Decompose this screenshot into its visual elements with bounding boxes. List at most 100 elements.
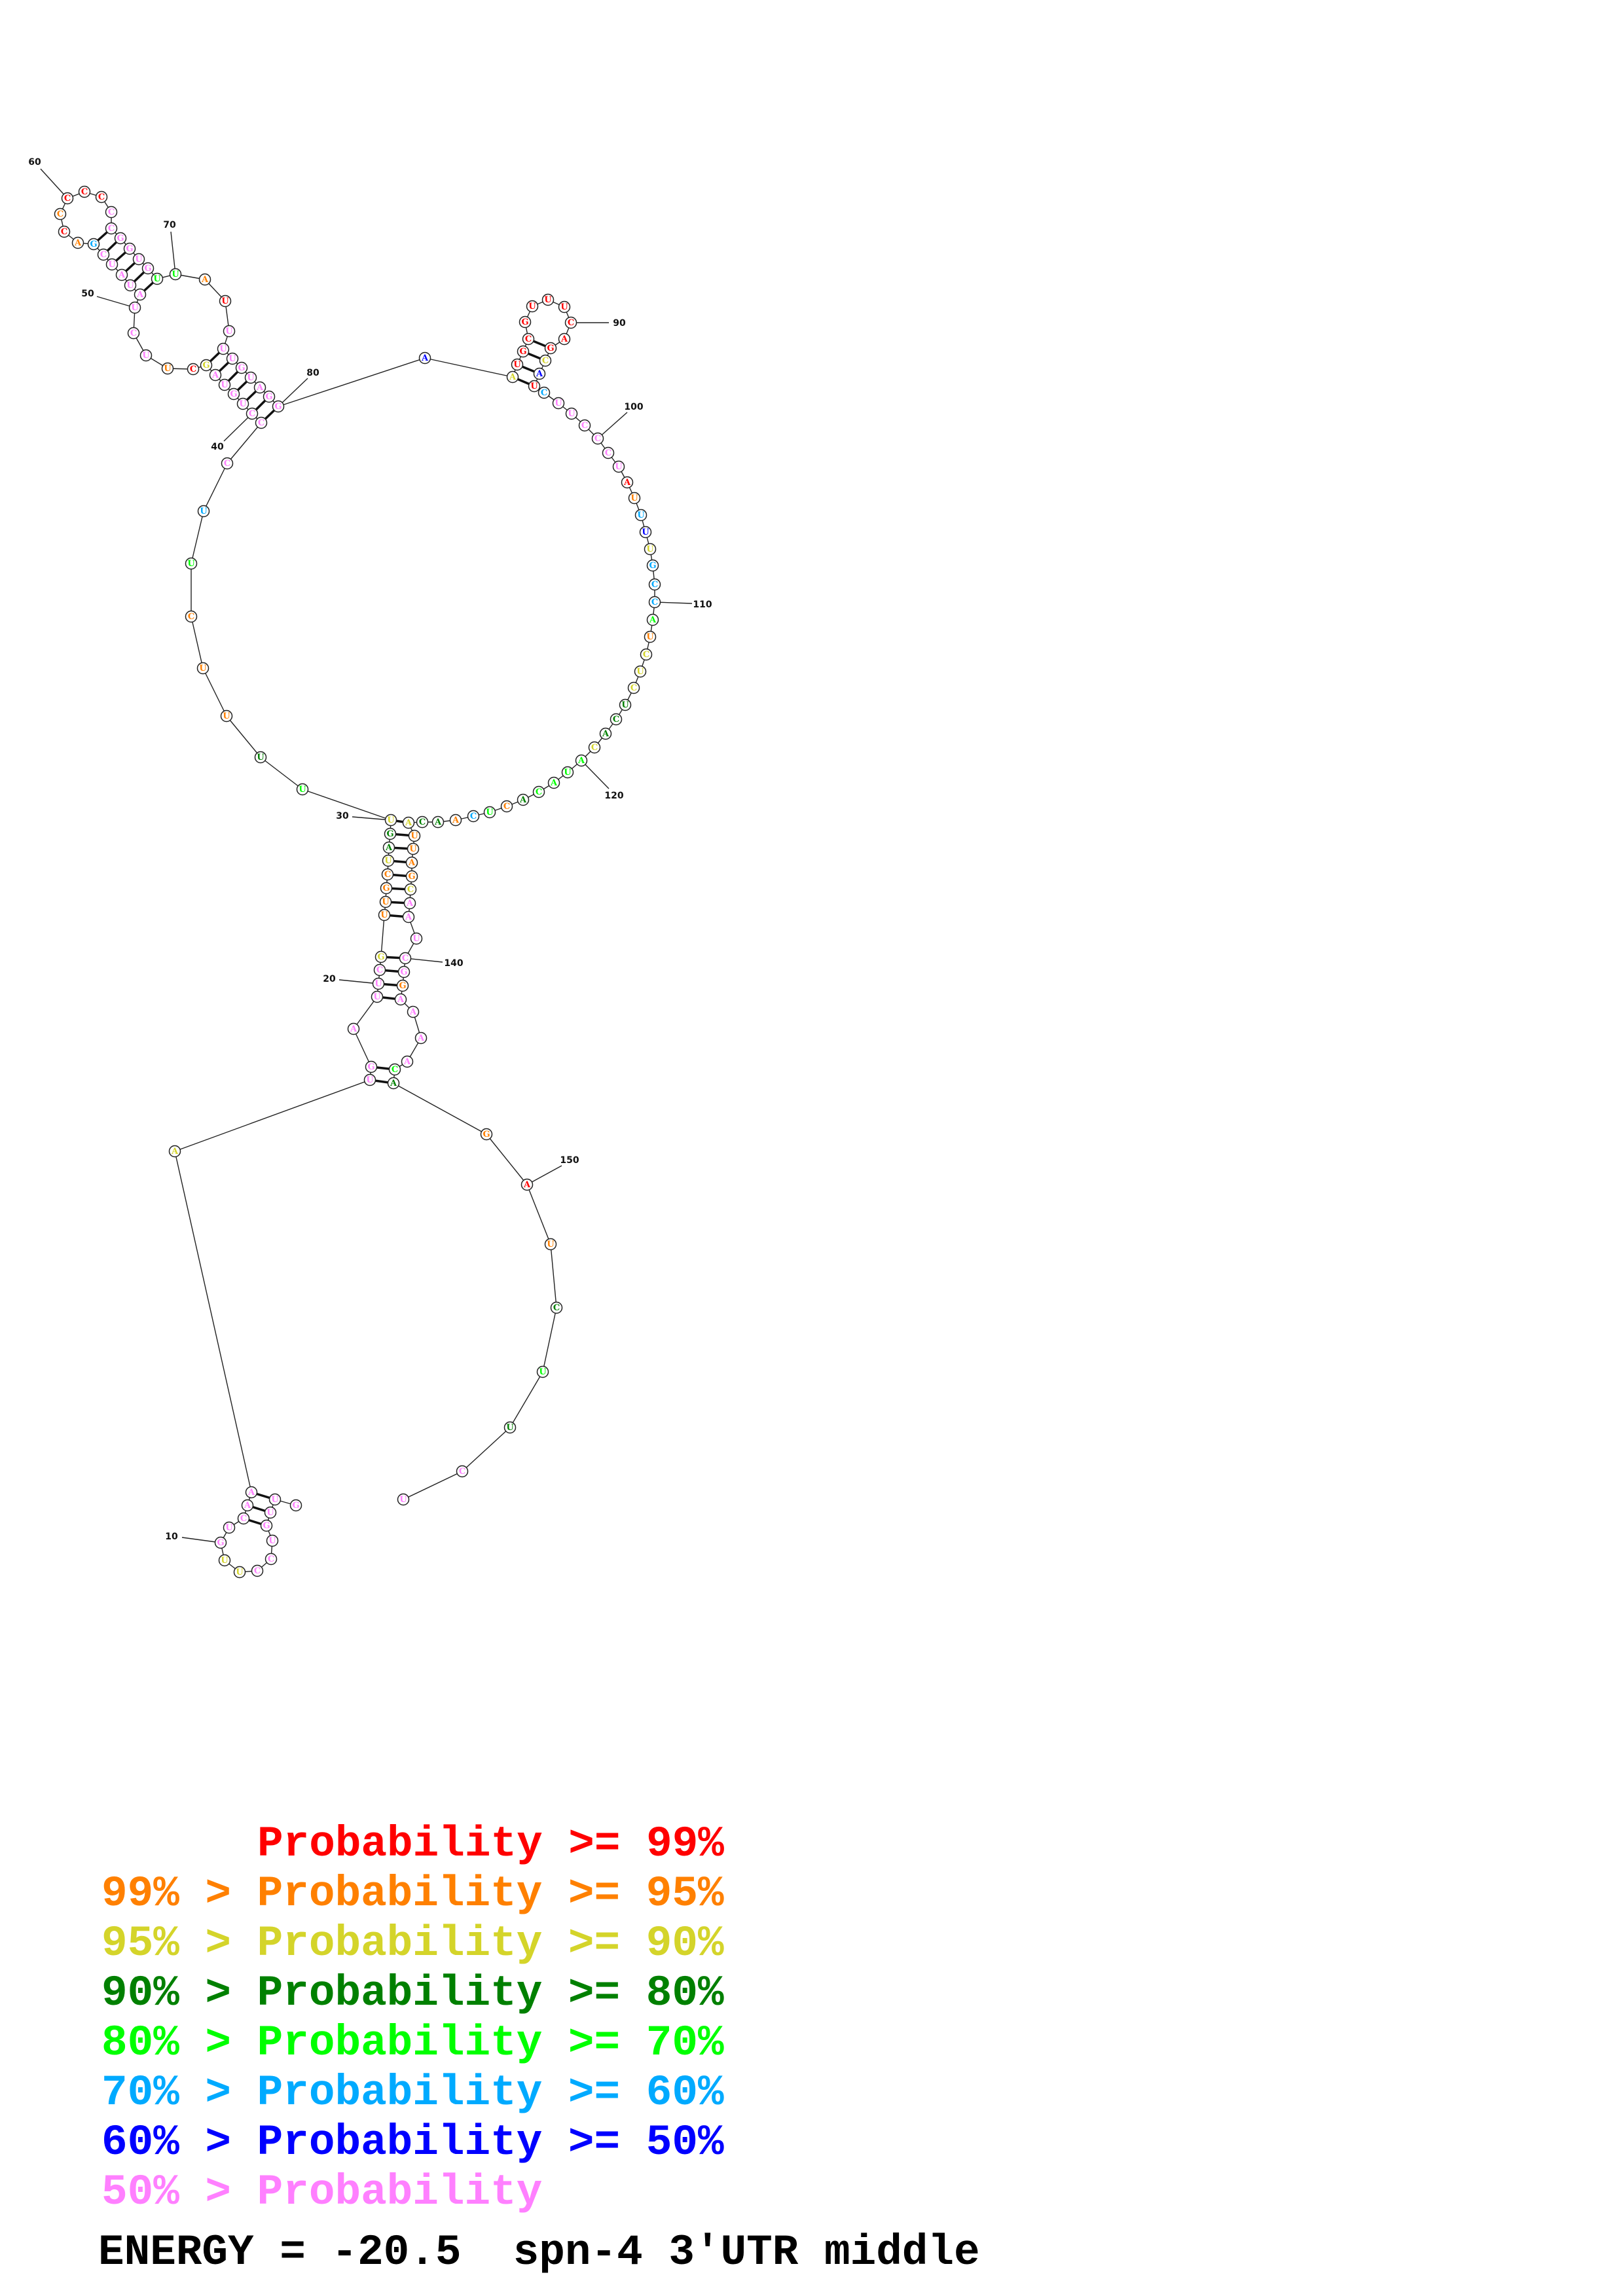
nucleotide: G bbox=[114, 232, 127, 245]
nucleotide-circle bbox=[639, 526, 652, 539]
nucleotide-letter: C bbox=[258, 418, 264, 428]
nucleotide-circle bbox=[397, 965, 410, 978]
nucleotide: G bbox=[384, 827, 397, 840]
nucleotide-circle bbox=[185, 557, 198, 570]
nucleotide-circle bbox=[402, 816, 415, 829]
nucleotide: G bbox=[227, 387, 240, 401]
nucleotide-letter: U bbox=[646, 545, 654, 554]
nucleotide-letter: G bbox=[292, 1501, 299, 1511]
nucleotide: U bbox=[185, 557, 198, 570]
nucleotide: U bbox=[634, 509, 647, 522]
nucleotide: A bbox=[403, 897, 416, 910]
nucleotide-circle bbox=[396, 979, 409, 992]
nucleotide-letter: G bbox=[202, 361, 210, 370]
nucleotide: C bbox=[467, 810, 480, 823]
nucleotide: U bbox=[264, 1506, 277, 1519]
nucleotide: U bbox=[644, 630, 657, 643]
nucleotide-letter: A bbox=[390, 1079, 397, 1088]
position-label: 150 bbox=[560, 1155, 579, 1166]
nucleotide-circle bbox=[115, 268, 128, 281]
nucleotide-circle bbox=[599, 727, 612, 740]
nucleotide-letter: G bbox=[144, 264, 151, 274]
nucleotide-letter: U bbox=[236, 1568, 244, 1577]
nucleotide: G bbox=[405, 870, 418, 883]
nucleotide: U bbox=[217, 342, 230, 355]
nucleotide: A bbox=[533, 367, 546, 380]
nucleotide-circle bbox=[410, 932, 423, 945]
nucleotide-circle bbox=[565, 407, 578, 420]
nucleotide-circle bbox=[289, 1499, 302, 1512]
nucleotide-circle bbox=[227, 387, 240, 401]
nucleotide-circle bbox=[221, 457, 234, 470]
nucleotide: U bbox=[254, 751, 267, 764]
nucleotide-circle bbox=[404, 883, 417, 896]
nucleotide-circle bbox=[264, 1506, 277, 1519]
nucleotide-circle bbox=[646, 559, 659, 572]
nucleotide: C bbox=[588, 741, 601, 754]
nucleotide-circle bbox=[431, 816, 445, 829]
nucleotide: U bbox=[408, 829, 421, 842]
nucleotide-letter: U bbox=[271, 1495, 279, 1505]
backbone-segment bbox=[550, 1244, 557, 1308]
nucleotide: U bbox=[407, 842, 420, 855]
nucleotide-circle bbox=[627, 681, 640, 694]
nucleotide-circle bbox=[547, 776, 560, 789]
nucleotide: C bbox=[602, 446, 615, 459]
nucleotide-circle bbox=[214, 1536, 227, 1549]
nucleotide: G bbox=[272, 400, 285, 413]
nucleotide: U bbox=[634, 665, 647, 678]
nucleotide: C bbox=[61, 192, 74, 205]
nucleotide-circle bbox=[169, 268, 182, 281]
nucleotide: G bbox=[365, 1060, 378, 1073]
nucleotide-letter: U bbox=[257, 753, 264, 762]
nucleotide-letter: U bbox=[382, 897, 390, 907]
nucleotide: C bbox=[97, 248, 110, 261]
nucleotide: U bbox=[561, 766, 574, 779]
nucleotide-letter: C bbox=[553, 1303, 560, 1313]
nucleotide-circle bbox=[128, 301, 141, 314]
nucleotide: C bbox=[648, 596, 661, 609]
position-label-leader bbox=[526, 1165, 562, 1185]
nucleotide-letter: G bbox=[90, 240, 97, 249]
nucleotide-letter: C bbox=[98, 192, 105, 202]
nucleotide-circle bbox=[619, 698, 632, 711]
nucleotide: U bbox=[197, 505, 210, 518]
nucleotide-letter: A bbox=[171, 1147, 179, 1157]
position-label: 80 bbox=[306, 368, 319, 378]
position-label: 120 bbox=[604, 791, 623, 801]
position-label-leader bbox=[40, 168, 68, 199]
nucleotide-circle bbox=[575, 754, 588, 767]
nucleotide-letter: G bbox=[649, 561, 656, 571]
nucleotide: G bbox=[396, 979, 409, 992]
nucleotide-letter: U bbox=[646, 632, 654, 642]
nucleotide-letter: A bbox=[136, 290, 144, 300]
nucleotide-circle bbox=[196, 662, 210, 675]
backbone-segment bbox=[174, 1151, 252, 1493]
nucleotide: U bbox=[161, 362, 174, 375]
nucleotide-circle bbox=[244, 371, 257, 384]
nucleotide: U bbox=[552, 397, 565, 410]
nucleotide: C bbox=[78, 185, 91, 198]
nucleotide-letter: U bbox=[506, 1423, 514, 1433]
nucleotide: U bbox=[526, 300, 539, 313]
nucleotide-letter: A bbox=[247, 1488, 255, 1498]
nucleotide: G bbox=[263, 390, 276, 403]
nucleotide-circle bbox=[161, 362, 174, 375]
backbone-segment bbox=[227, 422, 262, 464]
nucleotide: C bbox=[539, 354, 552, 367]
nucleotide: G bbox=[380, 882, 393, 895]
nucleotide: U bbox=[266, 1534, 279, 1547]
nucleotide-circle bbox=[621, 476, 634, 489]
nucleotide: U bbox=[220, 709, 233, 723]
nucleotide: U bbox=[410, 932, 423, 945]
nucleotide-letter: U bbox=[228, 354, 236, 364]
legend-line-4: 90% > Probability >= 80% bbox=[101, 1969, 724, 2018]
nucleotide-letter: G bbox=[386, 829, 393, 839]
nucleotide-letter: U bbox=[399, 1495, 407, 1505]
nucleotide-letter: U bbox=[530, 382, 538, 391]
nucleotide-letter: C bbox=[591, 743, 598, 753]
nucleotide-letter: C bbox=[470, 812, 477, 821]
nucleotide: C bbox=[264, 1552, 278, 1566]
legend-line-3: 95% > Probability >= 90% bbox=[101, 1919, 724, 1968]
nucleotide: A bbox=[646, 613, 659, 626]
